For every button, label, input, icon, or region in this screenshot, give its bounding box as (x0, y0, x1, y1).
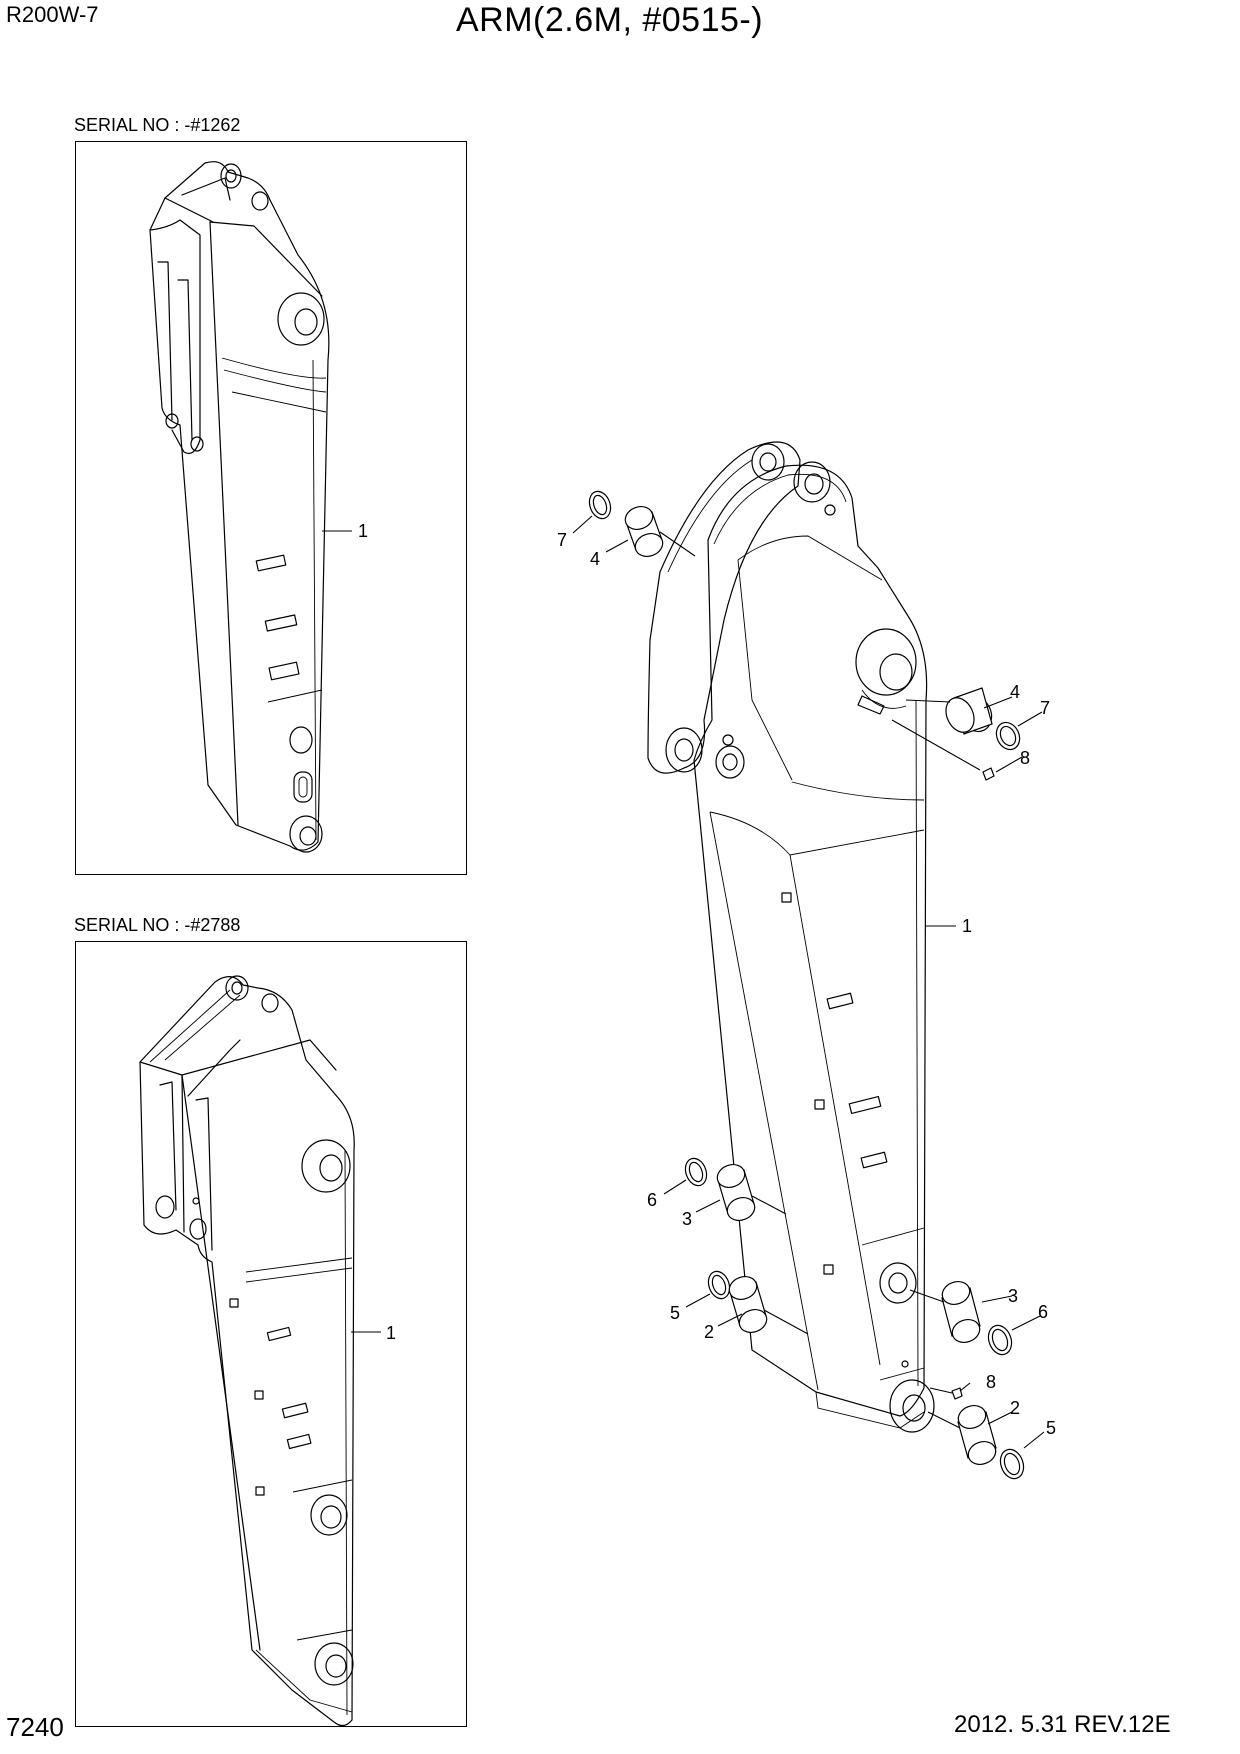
callout-2-left: 2 (704, 1322, 714, 1342)
model-name: R200W-7 (6, 2, 99, 27)
arm-drawing-main (572, 441, 1045, 1480)
serial-label-view-1: SERIAL NO : -#1262 (74, 115, 241, 135)
page-number: 7240 (6, 1712, 64, 1742)
view-frame-1 (75, 141, 467, 875)
serial-label-view-2: SERIAL NO : -#2788 (74, 915, 241, 935)
callout-6-right: 6 (1038, 1302, 1048, 1322)
callout-1-main: 1 (962, 916, 972, 936)
callout-4-upper-left: 4 (590, 549, 600, 569)
callout-7-upper-right: 7 (1040, 698, 1050, 718)
arm-drawing-view-2 (139, 975, 381, 1727)
page-title: ARM(2.6M, #0515-) (456, 1, 764, 39)
callout-2-right: 2 (1010, 1398, 1020, 1418)
callout-3-right: 3 (1008, 1286, 1018, 1306)
callout-5-right: 5 (1046, 1418, 1056, 1438)
callout-1-view-1: 1 (358, 521, 368, 541)
callout-1-view-2: 1 (386, 1323, 396, 1343)
callout-7-upper-left: 7 (557, 530, 567, 550)
callout-8-upper-right: 8 (1020, 748, 1030, 768)
revision-date: 2012. 5.31 REV.12E (954, 1711, 1171, 1738)
arm-drawing-view-1 (149, 161, 352, 853)
callout-5-left: 5 (670, 1303, 680, 1323)
callout-3-left: 3 (682, 1209, 692, 1229)
callout-6-left: 6 (647, 1190, 657, 1210)
view-frame-2 (75, 941, 467, 1727)
callout-4-upper-right: 4 (1010, 682, 1020, 702)
callout-8-lower-right: 8 (986, 1372, 996, 1392)
